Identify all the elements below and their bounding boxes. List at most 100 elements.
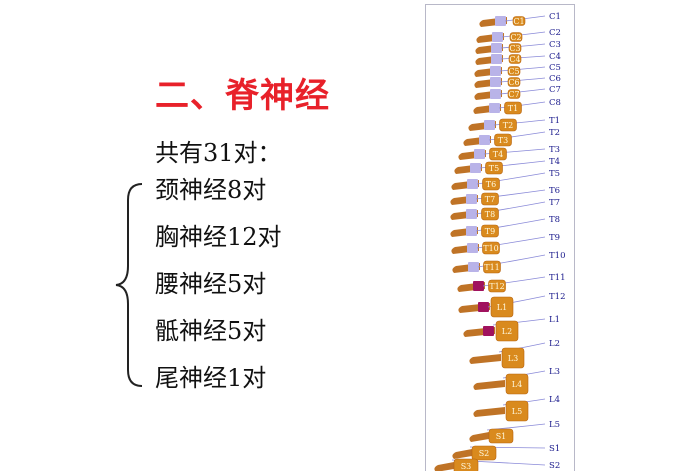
spinal-cord-segment-t6 <box>467 179 478 189</box>
nerve-group-thoracic: 胸神经12对 <box>155 223 282 251</box>
spinal-cord-segment-t2 <box>484 120 495 130</box>
segment-label-l2: L2 <box>549 339 560 349</box>
vertebra-t10 <box>482 241 500 255</box>
vertebra-l4 <box>505 373 529 395</box>
segment-label-t9: T9 <box>549 233 560 243</box>
vertebra-t6 <box>482 177 500 191</box>
nerve-line-c1 <box>504 15 546 22</box>
spinal-cord-segment-c5 <box>490 66 501 76</box>
vertebra-t2 <box>499 118 517 132</box>
spinal-cord-segment-l1 <box>478 302 489 312</box>
spinal-cord-segment-t10 <box>467 243 478 253</box>
vertebra-c1 <box>512 16 526 26</box>
vertebra-c4 <box>508 54 522 64</box>
nerve-group-sacral: 骶神经5对 <box>155 317 267 345</box>
spinal-cord-segment-l2 <box>483 326 494 336</box>
nerve-line-t1 <box>493 119 546 126</box>
segment-label-t6: T6 <box>549 186 560 196</box>
vertebra-label-l2: L2 <box>502 327 512 336</box>
segment-label-t12: T12 <box>549 292 566 302</box>
vertebra-label-l5: L5 <box>512 407 522 416</box>
vertebra-label-t2: T2 <box>503 121 513 130</box>
vertebra-l3 <box>501 347 525 369</box>
segment-label-t3: T3 <box>549 145 560 155</box>
vertebra-label-l3: L3 <box>508 354 518 363</box>
segment-label-t4: T4 <box>549 157 560 167</box>
segment-label-c6: C6 <box>549 74 561 84</box>
vertebra-t3 <box>494 133 512 147</box>
segment-label-t2: T2 <box>549 128 560 138</box>
segment-label-t11: T11 <box>549 273 566 283</box>
curly-brace-icon <box>115 183 143 387</box>
segment-label-l5: L5 <box>549 420 560 430</box>
vertebra-label-t1: T1 <box>508 104 518 113</box>
segment-label-c5: C5 <box>549 63 561 73</box>
vertebra-t1 <box>504 101 522 115</box>
segment-label-c7: C7 <box>549 85 561 95</box>
vertebra-s2 <box>471 445 497 461</box>
segment-label-c1: C1 <box>549 12 561 22</box>
nerve-line-c6 <box>499 77 546 83</box>
vertebra-label-t11: T11 <box>484 263 500 272</box>
vertebra-label-t12: T12 <box>489 282 505 291</box>
vertebra-label-s1: S1 <box>496 432 507 441</box>
vertebra-l2 <box>495 320 519 342</box>
segment-label-c4: C4 <box>549 52 561 62</box>
vertebra-label-c1: C1 <box>513 17 524 26</box>
spinous-process-s3 <box>434 462 454 471</box>
spinous-process-l4 <box>473 380 505 390</box>
spinal-cord-segment-c4 <box>491 54 502 64</box>
segment-label-t8: T8 <box>549 215 560 225</box>
vertebra-l5 <box>505 400 529 422</box>
segment-label-t5: T5 <box>549 169 560 179</box>
vertebra-t4 <box>489 147 507 161</box>
vertebra-label-t7: T7 <box>485 195 495 204</box>
segment-label-t7: T7 <box>549 198 560 208</box>
spinous-process-s2 <box>452 449 472 459</box>
spinal-cord-segment-c3 <box>491 43 502 53</box>
vertebra-c2 <box>509 32 523 42</box>
vertebra-label-t6: T6 <box>486 180 496 189</box>
vertebra-label-t9: T9 <box>485 227 495 236</box>
segment-label-c2: C2 <box>549 28 561 38</box>
nerve-line-t2 <box>488 131 546 141</box>
spinous-process-l3 <box>469 354 501 364</box>
spinal-cord-segment-t9 <box>466 226 477 236</box>
vertebra-label-c4: C4 <box>509 55 520 64</box>
vertebra-label-t8: T8 <box>485 210 495 219</box>
nerve-group-list: 颈神经8对 胸神经12对 腰神经5对 骶神经5对 尾神经1对 <box>155 172 282 407</box>
segment-label-l1: L1 <box>549 315 560 325</box>
vertebra-s1 <box>488 428 514 444</box>
vertebra-label-t10: T10 <box>483 244 499 253</box>
spinal-cord-segment-t1 <box>489 103 500 113</box>
nerve-line-c2 <box>501 31 546 38</box>
vertebra-label-l4: L4 <box>512 380 522 389</box>
slide-title: 二、脊神经 <box>155 76 330 116</box>
vertebra-s3 <box>453 458 479 471</box>
vertebra-c7 <box>507 89 521 99</box>
spinal-cord-segment-t11 <box>468 262 479 272</box>
vertebra-t8 <box>481 207 499 221</box>
vertebra-label-s2: S2 <box>479 449 490 458</box>
nerve-group-coccygeal: 尾神经1对 <box>155 364 267 392</box>
spinous-process-s1 <box>469 432 489 442</box>
spinal-cord-segment-c7 <box>490 89 501 99</box>
vertebra-label-t5: T5 <box>489 164 499 173</box>
nerve-line-c5 <box>499 66 546 72</box>
vertebra-label-t4: T4 <box>493 150 503 159</box>
vertebra-t5 <box>485 161 503 175</box>
vertebra-label-c3: C3 <box>509 44 520 53</box>
vertebra-label-t3: T3 <box>498 136 508 145</box>
vertebra-label-c5: C5 <box>508 67 519 76</box>
vertebra-t9 <box>481 224 499 238</box>
spinal-cord-segment-t5 <box>470 163 481 173</box>
spinal-cord-segment-t12 <box>473 281 484 291</box>
vertebra-label-s3: S3 <box>461 462 472 471</box>
spinal-cord-segment-t4 <box>474 149 485 159</box>
vertebra-c6 <box>507 77 521 87</box>
nerve-line-c7 <box>499 88 546 95</box>
segment-label-c3: C3 <box>549 40 561 50</box>
segment-label-c8: C8 <box>549 98 561 108</box>
spinous-process-l5 <box>473 407 505 417</box>
